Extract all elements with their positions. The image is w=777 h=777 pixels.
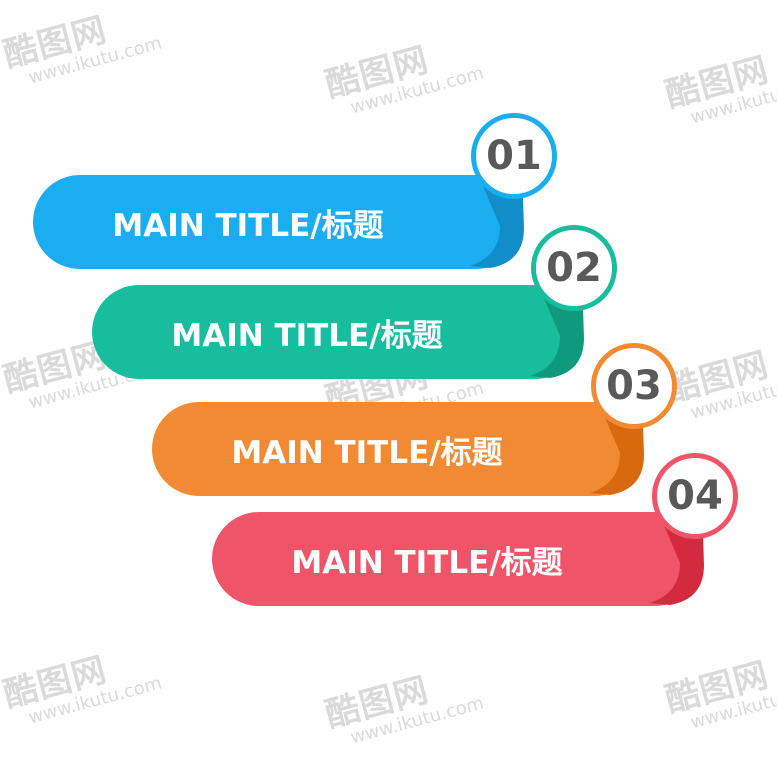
watermark: 酷图网 www.ikutu.com — [661, 335, 777, 427]
title-bar-3: MAIN TITLE/标题 — [152, 402, 642, 496]
title-bar-label: MAIN TITLE/标题 — [171, 317, 443, 354]
watermark: 酷图网 www.ikutu.com — [321, 660, 486, 752]
number-badge-1: 01 — [471, 113, 557, 199]
title-bar-label: MAIN TITLE/标题 — [291, 544, 563, 581]
watermark: 酷图网 www.ikutu.com — [661, 645, 777, 737]
watermark: 酷图网 www.ikutu.com — [0, 640, 164, 732]
title-bar-4: MAIN TITLE/标题 — [212, 512, 702, 606]
number-badge-2: 02 — [531, 225, 617, 311]
title-bar-2: MAIN TITLE/标题 — [92, 285, 582, 379]
badge-number: 01 — [486, 133, 542, 179]
title-bar-1: MAIN TITLE/标题 — [33, 175, 523, 269]
watermark: 酷图网 www.ikutu.com — [661, 40, 777, 132]
title-bar-label: MAIN TITLE/标题 — [112, 207, 384, 244]
number-badge-3: 03 — [591, 343, 677, 429]
watermark: 酷图网 www.ikutu.com — [321, 30, 486, 122]
badge-number: 03 — [606, 363, 662, 409]
badge-number: 02 — [546, 245, 602, 291]
number-badge-4: 04 — [652, 453, 738, 539]
watermark: 酷图网 www.ikutu.com — [0, 0, 164, 92]
title-bar-label: MAIN TITLE/标题 — [231, 434, 503, 471]
badge-number: 04 — [667, 473, 723, 519]
